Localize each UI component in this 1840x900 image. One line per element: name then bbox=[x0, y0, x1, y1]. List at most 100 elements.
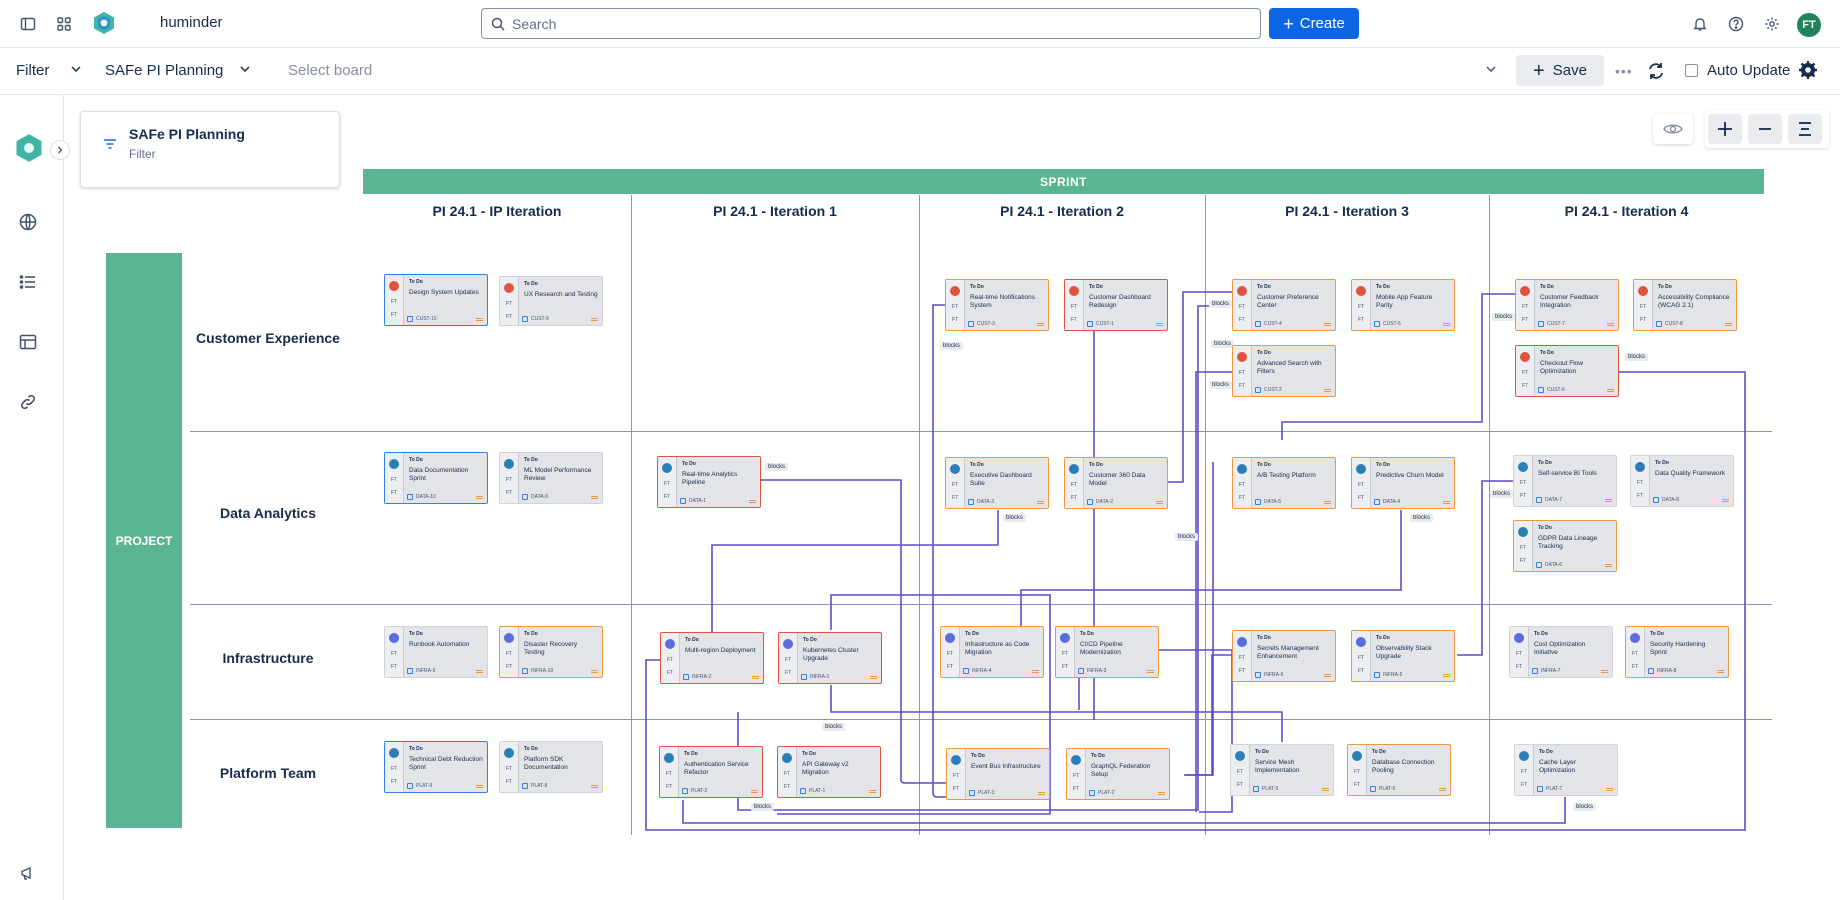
select-board-input[interactable]: Select board bbox=[288, 62, 373, 79]
priority-icon bbox=[1147, 670, 1154, 673]
notifications-icon[interactable] bbox=[1688, 12, 1712, 36]
row-header: Customer Experience bbox=[196, 330, 340, 346]
card-key: CUST-4 bbox=[1264, 321, 1282, 327]
expand-sidebar-button[interactable] bbox=[50, 140, 70, 160]
globe-icon bbox=[1235, 751, 1245, 761]
filter-dropdown-label[interactable]: Filter bbox=[16, 62, 50, 79]
task-checkbox-icon bbox=[1374, 499, 1380, 505]
fit-to-screen-icon[interactable] bbox=[1788, 114, 1822, 144]
assignee-initials: FT bbox=[1354, 769, 1361, 775]
left-sidebar bbox=[0, 95, 70, 900]
visibility-toggle[interactable] bbox=[1653, 114, 1693, 144]
project-logo-icon[interactable] bbox=[14, 133, 44, 163]
dependency-link bbox=[1281, 293, 1515, 440]
card-key: PLAT-7 bbox=[1546, 786, 1563, 792]
task-checkbox-icon bbox=[682, 788, 688, 794]
card-title: UX Research and Testing bbox=[524, 291, 598, 298]
priority-icon bbox=[1156, 323, 1163, 326]
settings-gear-icon[interactable] bbox=[1760, 12, 1784, 36]
link-icon[interactable] bbox=[16, 390, 40, 414]
user-avatar[interactable]: FT bbox=[1797, 13, 1821, 37]
announcement-icon[interactable] bbox=[16, 861, 40, 885]
person-icon bbox=[783, 639, 793, 649]
save-button[interactable]: + Save bbox=[1516, 55, 1604, 86]
list-icon[interactable] bbox=[16, 270, 40, 294]
reporter-initials: FT bbox=[391, 664, 398, 670]
card-title: Data Documentation Sprint bbox=[409, 467, 469, 482]
auto-update-checkbox[interactable] bbox=[1685, 64, 1698, 77]
app-switcher-icon[interactable] bbox=[52, 12, 76, 36]
card-key: CUST-6 bbox=[1547, 387, 1565, 393]
card-title: Real-time Analytics Pipeline bbox=[682, 471, 738, 486]
refresh-icon[interactable] bbox=[1646, 61, 1668, 83]
globe-icon bbox=[1518, 462, 1528, 472]
card-key: INFRA-9 bbox=[416, 668, 436, 674]
search-input[interactable]: Search bbox=[481, 8, 1261, 39]
create-button[interactable]: + Create bbox=[1269, 8, 1359, 39]
card-key: CUST-10 bbox=[416, 316, 437, 322]
card-title: Predictive Churn Model bbox=[1376, 472, 1444, 479]
more-options-icon[interactable]: ••• bbox=[1615, 63, 1633, 79]
zoom-in-icon[interactable] bbox=[1708, 114, 1742, 144]
sidebar-toggle-icon[interactable] bbox=[16, 12, 40, 36]
filter-card[interactable]: SAFe PI Planning Filter bbox=[80, 111, 340, 188]
globe-icon[interactable] bbox=[16, 210, 40, 234]
dependency-link bbox=[682, 797, 1566, 824]
help-icon[interactable] bbox=[1724, 12, 1748, 36]
chevron-down-icon[interactable] bbox=[1483, 61, 1499, 77]
card-key: DATA-4 bbox=[1383, 499, 1401, 505]
board-icon[interactable] bbox=[16, 330, 40, 354]
app-logo-icon[interactable] bbox=[92, 11, 116, 35]
priority-icon bbox=[1605, 499, 1612, 502]
board-settings-icon[interactable] bbox=[1798, 60, 1820, 82]
card-status: To Do bbox=[1372, 749, 1386, 755]
app-name[interactable]: huminder bbox=[160, 14, 223, 31]
chevron-down-icon[interactable] bbox=[237, 61, 253, 77]
board-dropdown-label[interactable]: SAFe PI Planning bbox=[105, 62, 224, 79]
zoom-out-icon[interactable] bbox=[1748, 114, 1782, 144]
chevron-down-icon[interactable] bbox=[68, 61, 84, 77]
card-status: To Do bbox=[971, 753, 985, 759]
column-header: PI 24.1 - Iteration 1 bbox=[713, 203, 837, 219]
assignee-initials: FT bbox=[1637, 480, 1644, 486]
